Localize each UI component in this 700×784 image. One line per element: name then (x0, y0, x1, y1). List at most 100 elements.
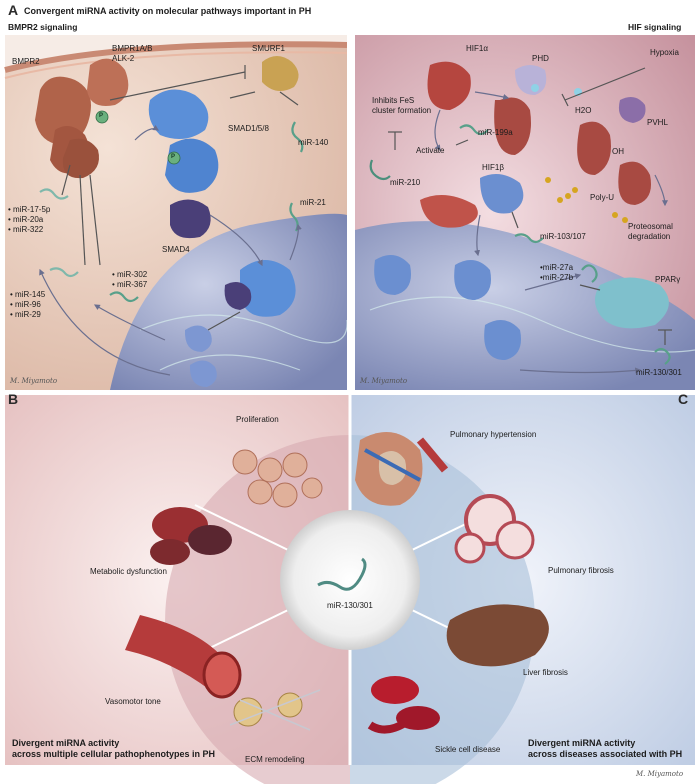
label-proteosomal-2: degradation (628, 232, 671, 241)
activation-arrow (209, 214, 263, 267)
cell-membrane (4, 41, 348, 73)
vein-icon (364, 448, 421, 482)
panel-c-caption-2: across diseases associated with PH (528, 749, 683, 759)
activation-arrow (93, 304, 166, 341)
label-proteosomal-1: Proteosomal (628, 222, 673, 231)
mitochondrion-icon (150, 539, 190, 565)
activation-arrow (474, 214, 481, 257)
sickle-cell-icon (367, 719, 408, 734)
label-mir103-107: miR-103/107 (540, 232, 586, 241)
segment-pulmonary-hypertension: Pulmonary hypertension (450, 430, 537, 439)
label-mir21: miR-21 (300, 198, 326, 207)
segment-proliferation: Proliferation (236, 415, 279, 424)
inhibit-line (109, 71, 246, 101)
signature-bottom: M. Miyamoto (636, 770, 684, 778)
panel-b-caption-2: across multiple cellular pathophenotypes… (12, 749, 216, 759)
inhibit-line (89, 174, 101, 266)
ubiquitin-bead (572, 187, 578, 193)
hif-nuclear (484, 320, 521, 360)
panel-bc (5, 395, 695, 784)
ubiquitin-bead (622, 217, 628, 223)
oxygen-icon (531, 84, 539, 92)
label-h2o: H2O (575, 106, 592, 115)
ubiquitin-bead (612, 212, 618, 218)
inhibit-line (61, 164, 71, 196)
inhibit-bar (561, 93, 569, 107)
bmpr-complex (62, 138, 99, 179)
artery-icon (416, 437, 449, 473)
panel-c-caption-1: Divergent miRNA activity (528, 738, 636, 748)
label-mir27b: •miR-27b (540, 273, 574, 282)
proliferating-cell (232, 449, 258, 475)
label-bmpr1ab: BMPR1A/B (112, 44, 153, 53)
label-hypoxia: Hypoxia (650, 48, 679, 57)
vessel-icon (125, 615, 225, 690)
label-mir145: • miR-145 (10, 290, 46, 299)
hif-nuclear (454, 260, 491, 300)
label-smad4: SMAD4 (162, 245, 190, 254)
segment-pulmonary-fibrosis: Pulmonary fibrosis (548, 566, 614, 575)
mirna-strand (109, 291, 139, 303)
ubiquitin-bead (557, 197, 563, 203)
nuclear-protein (184, 325, 212, 352)
bmpr1-receptor (87, 58, 129, 106)
mirna-strand (49, 267, 79, 278)
nuclear-protein (189, 360, 217, 387)
label-mir199a: miR-199a (478, 128, 513, 137)
label-mir210: miR-210 (390, 178, 421, 187)
inhibit-line (229, 91, 256, 99)
segment-sickle-cell-disease: Sickle cell disease (435, 745, 501, 754)
activation-arrow (474, 91, 510, 100)
panel-a-letter: A (8, 2, 19, 18)
activation-arrow (134, 124, 160, 141)
segment-ecm-remodeling: ECM remodeling (245, 755, 305, 764)
mir130-strand (317, 557, 367, 591)
ubiquitin-bead (565, 193, 571, 199)
panel-a-left (4, 35, 348, 391)
hif1a-hydroxylated (494, 97, 531, 155)
mirna-strand (369, 159, 391, 181)
hif1a-stabilized (420, 195, 478, 228)
phospho-p-icon (95, 110, 109, 124)
proliferating-cell (257, 457, 283, 483)
label-mir140: miR-140 (298, 138, 329, 147)
center-mir130-301-label: miR-130/301 (327, 601, 373, 610)
panel-b-caption-1: Divergent miRNA activity (12, 738, 120, 748)
label-mir96: • miR-96 (10, 300, 41, 309)
label-mir29: • miR-29 (10, 310, 41, 319)
cell-membrane-inner (4, 51, 348, 79)
activation-arrow (434, 109, 441, 151)
proliferating-cell (272, 482, 298, 508)
label-mir322: • miR-322 (8, 225, 44, 234)
mirna-strand (654, 347, 671, 365)
label-hif1b: HIF1β (482, 163, 504, 172)
lung-fibrosis-icon (454, 532, 486, 564)
label-mir17: • miR-17-5p (8, 205, 51, 214)
label-mir302: • miR-302 (112, 270, 148, 279)
label-phd: PHD (532, 54, 549, 63)
signature-right: M. Miyamoto (360, 377, 408, 385)
smad158-protein (148, 89, 209, 139)
label-ppar-gamma: PPARγ (655, 275, 681, 284)
inhibit-line (279, 91, 299, 106)
inhibit-line (511, 211, 519, 229)
inhibit-line (207, 311, 241, 331)
bmpr2-receptor (35, 76, 91, 145)
ecm-fibers (229, 689, 321, 731)
red-blood-cell-icon (396, 706, 440, 730)
label-bmpr2: BMPR2 (12, 57, 40, 66)
mirna-strand (39, 188, 69, 200)
panel-c-letter: C (678, 391, 689, 407)
phospho-label: P (171, 154, 176, 160)
panel-a-title: Convergent miRNA activity on molecular p… (24, 6, 312, 16)
liver-icon (446, 604, 549, 667)
phospho-p-icon (167, 151, 181, 165)
dna-strand (139, 314, 348, 344)
nucleus-right (355, 221, 695, 390)
inhibit-line (79, 174, 86, 266)
activation-arrow (524, 273, 582, 291)
ppar-gamma-protein (595, 277, 669, 329)
label-oh: OH (612, 147, 624, 156)
activation-arrow (654, 174, 668, 207)
